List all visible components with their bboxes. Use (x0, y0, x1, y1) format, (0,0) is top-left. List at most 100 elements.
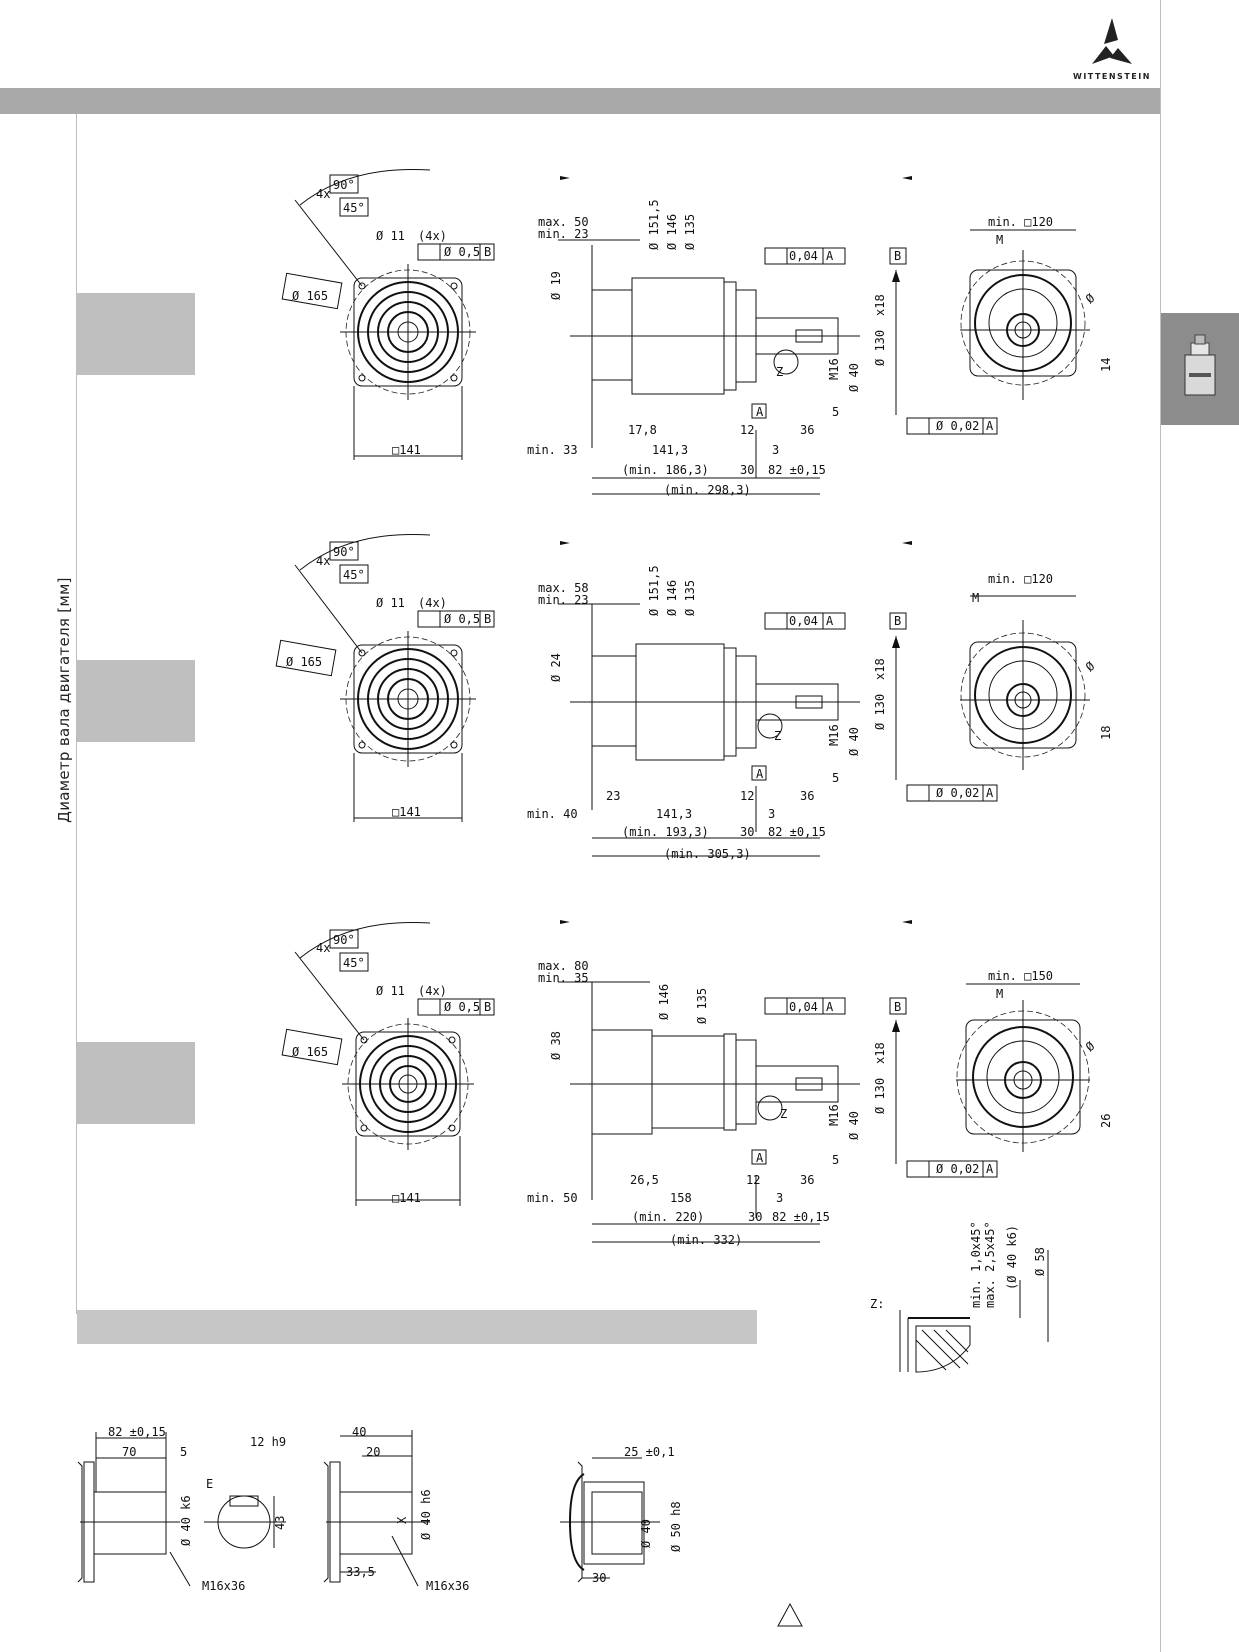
smooth-33: 33,5 (346, 1565, 375, 1579)
v2-d1: Ø 151,5 (647, 565, 661, 616)
v1-count: 4x (316, 187, 330, 201)
v2-min: min. 23 (538, 593, 589, 607)
v2-centering-x: x18 (873, 658, 887, 680)
wittenstein-logo-icon (1092, 18, 1132, 64)
variant-2-tag (77, 660, 195, 742)
key-h: 43 (273, 1516, 287, 1530)
v1-total1: (min. 186,3) (622, 463, 709, 477)
v2-dim-3: 3 (768, 807, 775, 821)
v3-z: Z (780, 1107, 787, 1121)
v3-front-d: Ø (1083, 1038, 1098, 1054)
v2-flatness-a: A (986, 786, 994, 800)
variant-2-drawing: 4x 90° 45° Ø 11 (4x) Ø 0,5 B Ø 165 □141 … (275, 533, 1113, 861)
v2-hole-tol: Ø 0,5 (444, 612, 480, 626)
v1-datum-b-ref: B (484, 245, 491, 259)
key-d: Ø 40 k6 (179, 1495, 193, 1546)
right-divider (1160, 0, 1161, 1652)
side-view-1 (558, 176, 912, 495)
v1-datum-b: B (894, 249, 901, 263)
v3-runout-ab: A (826, 1000, 834, 1014)
detail-z: Z: min. 1,0x45° max. 2,5x45° (Ø 40 k6) Ø… (870, 1221, 1049, 1373)
v3-d3: Ø 135 (695, 988, 709, 1024)
v1-front-key: 14 (1099, 358, 1113, 372)
key-len: 82 ±0,15 (108, 1425, 166, 1439)
v2-pcd: Ø 165 (286, 655, 322, 669)
v2-front-d: Ø (1083, 658, 1098, 674)
warning-triangle-icon (777, 1602, 803, 1627)
v1-dim-82: 82 ±0,15 (768, 463, 826, 477)
v1-d3: Ø 135 (683, 214, 697, 250)
v3-min: min. 35 (538, 971, 589, 985)
flange-view-2 (275, 533, 495, 822)
key-5: 5 (180, 1445, 187, 1459)
v3-angle-a: 90° (333, 933, 355, 947)
v3-total2: (min. 332) (670, 1233, 742, 1247)
v2-total1: (min. 193,3) (622, 825, 709, 839)
key-e: E (206, 1477, 213, 1491)
v3-flatness: Ø 0,02 (936, 1162, 979, 1176)
v3-bore: Ø 38 (549, 1031, 563, 1060)
v2-datum-a: A (756, 767, 764, 781)
v1-thread: M16 (827, 358, 841, 380)
smooth-thread: M16x36 (426, 1579, 469, 1593)
v2-runout: 0,04 (789, 614, 818, 628)
v1-angle-a: 90° (333, 178, 355, 192)
v3-front-m: M (996, 987, 1003, 1001)
v3-dim-30: 30 (748, 1210, 762, 1224)
v1-dim-36: 36 (800, 423, 814, 437)
v1-flatness-a: A (986, 419, 994, 433)
v3-max: max. 80 (538, 959, 589, 973)
v3-dim-5: 5 (832, 1153, 839, 1167)
v1-max: max. 50 (538, 215, 589, 229)
v1-centering-x: x18 (873, 294, 887, 316)
v3-square: □141 (392, 1191, 421, 1205)
smooth-20: 20 (366, 1445, 380, 1459)
key-w: 12 h9 (250, 1435, 286, 1449)
v3-shaft-d: Ø 40 (847, 1111, 861, 1140)
v1-runout: 0,04 (789, 249, 818, 263)
smooth-40: 40 (352, 1425, 366, 1439)
v3-count: 4x (316, 941, 330, 955)
v2-flatness: Ø 0,02 (936, 786, 979, 800)
v1-z: Z (776, 365, 783, 379)
v2-centering: Ø 130 (873, 694, 887, 730)
v2-dim-82: 82 ±0,15 (768, 825, 826, 839)
v3-dim-36: 36 (800, 1173, 814, 1187)
section-heading-bar (77, 1310, 757, 1344)
v2-front-top: min. □120 (988, 572, 1053, 586)
v3-front-key: 26 (1099, 1114, 1113, 1128)
v2-thread: M16 (827, 724, 841, 746)
v1-bore: Ø 19 (549, 271, 563, 300)
detail-z-d-out: Ø 58 (1033, 1247, 1047, 1276)
v1-front-d: Ø (1083, 290, 1098, 306)
detail-z-chamfer1: min. 1,0x45° (969, 1221, 983, 1308)
v3-angle-b: 45° (343, 956, 365, 970)
v1-dim-b: 141,3 (652, 443, 688, 457)
v2-datum-b: B (894, 614, 901, 628)
v3-runout: 0,04 (789, 1000, 818, 1014)
v3-pcd: Ø 165 (292, 1045, 328, 1059)
v1-runout-ab: A (826, 249, 834, 263)
v1-hole-count: (4x) (418, 229, 447, 243)
product-tab[interactable] (1161, 313, 1239, 425)
v3-dim-12: 12 (746, 1173, 760, 1187)
v1-dim-12: 12 (740, 423, 754, 437)
v3-d2: Ø 146 (657, 984, 671, 1020)
v1-flatness: Ø 0,02 (936, 419, 979, 433)
v2-square: □141 (392, 805, 421, 819)
v2-z: Z (774, 729, 781, 743)
v1-hole: Ø 11 (376, 229, 405, 243)
v3-centering-x: x18 (873, 1042, 887, 1064)
v2-runout-ab: A (826, 614, 834, 628)
v2-dim-b: 141,3 (656, 807, 692, 821)
v3-dim-b: 158 (670, 1191, 692, 1205)
front-view-2 (906, 595, 1090, 802)
v1-dim-30: 30 (740, 463, 754, 477)
variant-3-tag (77, 1042, 195, 1124)
v3-dim-3: 3 (776, 1191, 783, 1205)
v3-hole-tol: Ø 0,5 (444, 1000, 480, 1014)
detail-z-d-in: (Ø 40 k6) (1005, 1225, 1019, 1290)
v3-thread: M16 (827, 1104, 841, 1126)
v1-dim-5: 5 (832, 405, 839, 419)
shaft-option-key: 82 ±0,15 70 5 12 h9 E Ø 40 k6 43 M16x36 (77, 1425, 287, 1593)
